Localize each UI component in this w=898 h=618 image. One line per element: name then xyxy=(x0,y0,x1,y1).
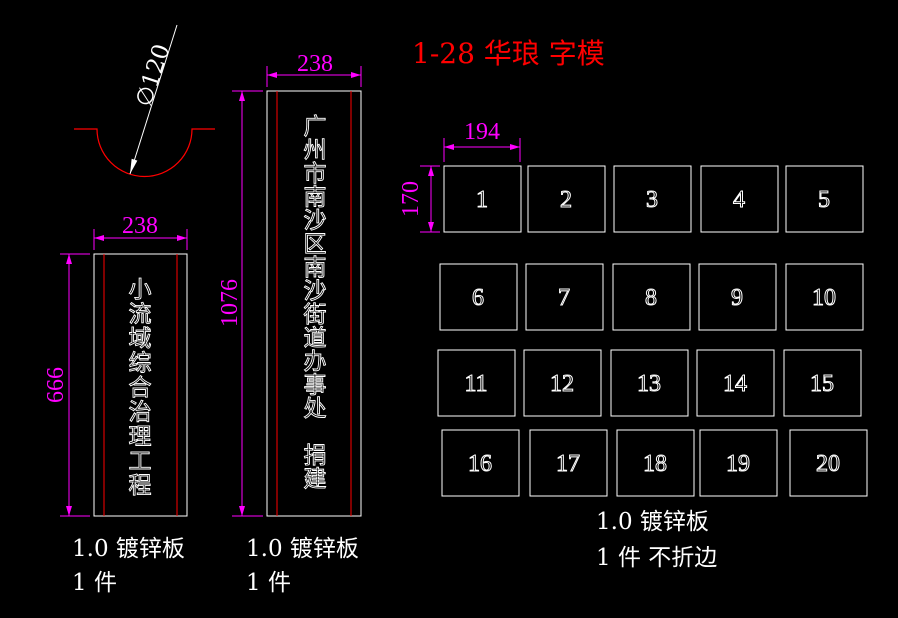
template-material-note: 1.0 镀锌板 xyxy=(596,509,709,535)
panel-character: 区 xyxy=(304,232,327,258)
template-box-2: 2 xyxy=(527,165,606,233)
template-number: 11 xyxy=(464,371,487,397)
template-number: 9 xyxy=(731,285,743,311)
template-box-11: 11 xyxy=(437,349,516,417)
template-number: 12 xyxy=(550,371,574,397)
template-box-19: 19 xyxy=(699,429,778,497)
template-number: 16 xyxy=(468,451,492,477)
template-box-6: 6 xyxy=(439,263,518,331)
template-number: 10 xyxy=(812,285,836,311)
panel-character: 南 xyxy=(304,185,327,211)
panel-character: 沙 xyxy=(304,208,327,234)
panel-character: 域 xyxy=(129,326,152,352)
template-box-20: 20 xyxy=(789,429,868,497)
template-box-8: 8 xyxy=(612,263,691,331)
template-number: 2 xyxy=(560,187,572,213)
tall-material-note: 1.0 镀锌板 xyxy=(246,536,359,562)
template-number: 17 xyxy=(556,451,580,477)
template-number: 15 xyxy=(810,371,834,397)
panel-character: 办 xyxy=(304,349,327,375)
panel-character: 捐 xyxy=(304,443,327,469)
template-box-13: 13 xyxy=(610,349,689,417)
panel-character: 道 xyxy=(304,326,327,352)
panel-character: 流 xyxy=(129,302,152,328)
template-box-12: 12 xyxy=(523,349,602,417)
template-number: 5 xyxy=(818,187,830,213)
template-box-3: 3 xyxy=(613,165,692,233)
template-width-dim: 194 xyxy=(464,119,500,145)
template-number: 3 xyxy=(646,187,658,213)
template-box-15: 15 xyxy=(783,349,862,417)
panel-character: 事 xyxy=(304,373,327,399)
panel-character: 理 xyxy=(129,424,152,450)
panel-character: 程 xyxy=(129,473,152,499)
panel-character: 沙 xyxy=(304,279,327,305)
diameter-label: ∅120 xyxy=(131,41,175,110)
panel-character: 综 xyxy=(129,351,152,377)
template-quantity-note: 1 件 不折边 xyxy=(596,545,717,571)
template-number: 1 xyxy=(476,187,488,213)
template-number: 14 xyxy=(723,371,747,397)
template-box-4: 4 xyxy=(700,165,779,233)
template-number: 20 xyxy=(816,451,840,477)
template-box-14: 14 xyxy=(696,349,775,417)
panel-character: 工 xyxy=(129,449,152,475)
semicircle-profile: ∅120 xyxy=(74,24,215,178)
small-width-dim: 238 xyxy=(122,213,158,239)
template-box-5: 5 xyxy=(785,165,864,233)
template-height-dim: 170 xyxy=(398,181,424,217)
template-box-7: 7 xyxy=(525,263,604,331)
template-number: 19 xyxy=(726,451,750,477)
template-box-9: 9 xyxy=(698,263,777,331)
template-box-18: 18 xyxy=(616,429,695,497)
panel-character: 州 xyxy=(304,138,327,164)
template-number: 8 xyxy=(645,285,657,311)
template-box-10: 10 xyxy=(785,263,864,331)
panel-character: 南 xyxy=(304,255,327,281)
template-number: 13 xyxy=(637,371,661,397)
drawing-title: 1-28 华琅 字模 xyxy=(412,37,605,70)
template-number: 18 xyxy=(643,451,667,477)
tall-height-dim: 1076 xyxy=(217,279,243,327)
panel-character: 合 xyxy=(129,375,152,401)
panel-character: 治 xyxy=(129,400,152,426)
template-number: 4 xyxy=(733,187,745,213)
template-number: 6 xyxy=(472,285,484,311)
panel-character: 处 xyxy=(304,396,327,422)
panel-character: 市 xyxy=(304,161,327,187)
small-height-dim: 666 xyxy=(43,367,69,403)
template-box-16: 16 xyxy=(441,429,520,497)
template-number: 7 xyxy=(558,285,570,311)
panel-character: 广 xyxy=(304,114,327,140)
panel-character: 街 xyxy=(304,302,327,328)
tall-width-dim: 238 xyxy=(297,51,333,77)
small-material-note: 1.0 镀锌板 xyxy=(72,536,185,562)
template-box-1: 1 xyxy=(443,165,522,233)
template-box-17: 17 xyxy=(529,429,608,497)
tall-quantity-note: 1 件 xyxy=(246,570,291,596)
panel-character: 小 xyxy=(129,277,152,303)
small-quantity-note: 1 件 xyxy=(72,570,117,596)
panel-character: 建 xyxy=(304,467,327,493)
